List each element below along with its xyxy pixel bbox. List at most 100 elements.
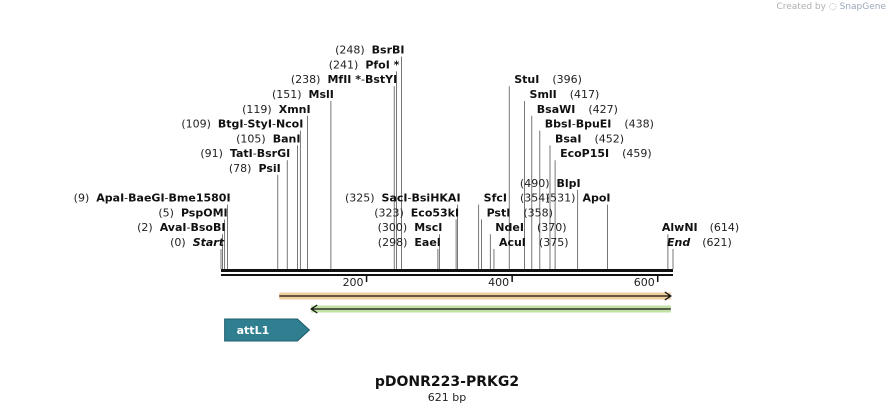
site-name: BstYI xyxy=(365,73,397,86)
site-label-group: BbsI - BpuEI(438) xyxy=(545,118,654,131)
site-position: (78) xyxy=(229,162,252,175)
site-position: (427) xyxy=(588,103,618,116)
site-position: (0) xyxy=(170,236,186,249)
site-position: (325) xyxy=(345,192,375,205)
site-name: BsrBI xyxy=(372,44,405,57)
site-position: (5) xyxy=(158,206,174,219)
site-label-group: (9)ApaI - BaeGI - Bme1580I xyxy=(74,192,231,205)
site-name: BanI xyxy=(273,132,301,145)
site-name-separator: - xyxy=(572,118,576,131)
site-position: (241) xyxy=(329,58,359,71)
site-position: (9) xyxy=(74,192,90,205)
site-name: MscI xyxy=(414,221,442,234)
site-position: (105) xyxy=(236,132,266,145)
site-name: BsrGI xyxy=(257,147,290,160)
site-label-group: (0) Start xyxy=(170,236,225,249)
site-name: BsoBI xyxy=(190,221,225,234)
site-name: AvaI xyxy=(160,221,187,234)
site-name: AlwNI xyxy=(662,221,698,234)
site-label-group: AlwNI (614) xyxy=(662,221,739,234)
ruler-tick-label: 400 xyxy=(488,276,509,289)
map-title: pDONR223-PRKG2 xyxy=(374,374,520,390)
site-name: PstI xyxy=(487,206,511,219)
site-label-group: (490)BlpI xyxy=(520,177,581,190)
site-name: PfoI * xyxy=(365,58,399,71)
site-label-group: BsaI (452) xyxy=(555,132,624,145)
site-name: BsaI xyxy=(555,132,581,145)
attl1-feature: attL1 xyxy=(224,318,311,342)
site-position: (396) xyxy=(552,73,582,86)
site-lines xyxy=(220,56,674,269)
site-position: (614) xyxy=(710,221,740,234)
site-name-separator: - xyxy=(361,73,365,86)
site-name: NcoI xyxy=(276,118,303,131)
site-name-separator: - xyxy=(244,118,248,131)
site-label-group: End(621) xyxy=(667,236,732,249)
site-name: BbsI xyxy=(545,118,572,131)
site-position: (375) xyxy=(539,236,569,249)
arrowhead-right-icon xyxy=(664,291,672,301)
attl1-label: attL1 xyxy=(237,324,270,337)
credit-brand: SnapGene xyxy=(839,2,886,12)
site-name: TatI xyxy=(230,147,253,160)
site-position: (2) xyxy=(137,221,153,234)
site-position: (151) xyxy=(272,88,302,101)
site-label-group: EcoP15I (459) xyxy=(560,147,652,160)
site-name: BtgI xyxy=(218,118,244,131)
site-name: PsiI xyxy=(258,162,280,175)
orf-reverse-arrow xyxy=(310,304,671,314)
site-position: (119) xyxy=(242,103,272,116)
site-position: (91) xyxy=(200,147,223,160)
site-name-separator: - xyxy=(272,118,276,131)
site-label-group: (325)SacI - BsiHKAI xyxy=(345,192,461,205)
features: attL1 xyxy=(224,291,672,342)
site-label-group: (531)ApoI xyxy=(546,192,611,205)
site-position: (438) xyxy=(624,118,654,131)
site-name: EaeI xyxy=(414,236,441,249)
site-label-group: NdeI (370) xyxy=(495,221,566,234)
site-name: XmnI xyxy=(279,103,311,116)
ruler-tick-label: 200 xyxy=(343,276,364,289)
site-name: Start xyxy=(193,236,225,249)
site-label-group: (248) BsrBI xyxy=(335,44,404,57)
site-position: (298) xyxy=(378,236,408,249)
site-name-separator: - xyxy=(408,192,412,205)
credit-prefix: Created by xyxy=(776,2,826,12)
site-label-group: (91)TatI - BsrGI xyxy=(200,147,290,160)
site-position: (621) xyxy=(702,236,732,249)
attl1-arrow-icon xyxy=(224,318,311,342)
site-labels: (0) Start (2) AvaI - BsoBI (5)PspOMI(9)ApaI … xyxy=(74,44,740,249)
site-name: SfcI xyxy=(484,192,507,205)
ruler-tick-label: 600 xyxy=(634,276,655,289)
site-label-group: (109)BtgI - StyI - NcoI xyxy=(181,118,303,131)
site-position: (323) xyxy=(374,206,404,219)
site-name-separator: - xyxy=(124,192,128,205)
site-position: (370) xyxy=(537,221,567,234)
site-name: MslI xyxy=(309,88,334,101)
site-label-group: (5)PspOMI xyxy=(158,206,227,219)
site-name: BaeGI xyxy=(128,192,164,205)
site-position: (354) xyxy=(520,192,550,205)
site-name: EcoP15I xyxy=(560,147,609,160)
site-name: BlpI xyxy=(557,177,581,190)
site-label-group: (105) BanI xyxy=(236,132,300,145)
orf-forward-arrow xyxy=(279,291,672,301)
arrowhead-left-icon xyxy=(310,304,318,314)
site-position: (452) xyxy=(594,132,624,145)
site-name: BsaWI xyxy=(537,103,576,116)
site-position: (459) xyxy=(622,147,652,160)
site-position: (238) xyxy=(291,73,321,86)
site-name: ApoI xyxy=(582,192,610,205)
site-label-group: (151) MslI xyxy=(272,88,334,101)
site-label-group: (119) XmnI xyxy=(242,103,310,116)
site-label-group: AcuI(375) xyxy=(499,236,569,249)
site-position: (417) xyxy=(570,88,600,101)
site-name-separator: - xyxy=(187,221,191,234)
site-label-group: SmlI(417) xyxy=(530,88,600,101)
site-name-separator: - xyxy=(165,192,169,205)
site-position: (109) xyxy=(181,118,211,131)
site-name: NdeI xyxy=(495,221,524,234)
site-position: (248) xyxy=(335,44,365,57)
site-name: SacI xyxy=(382,192,408,205)
sequence-backbone xyxy=(221,269,673,276)
